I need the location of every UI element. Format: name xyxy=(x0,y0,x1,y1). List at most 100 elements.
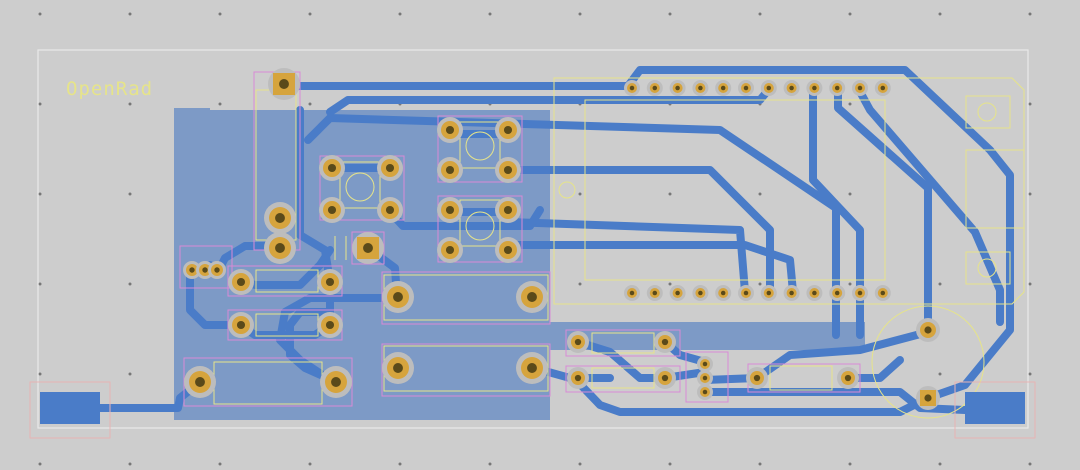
pad-drill xyxy=(327,163,337,173)
grid-dot xyxy=(578,462,582,466)
trace-7 xyxy=(511,241,797,296)
pad-drill xyxy=(834,85,840,91)
grid-dot xyxy=(848,102,852,106)
through-hole-pad-icon xyxy=(783,285,800,301)
through-hole-pad-icon xyxy=(654,367,676,389)
grid-dot xyxy=(398,462,402,466)
grid-dot xyxy=(1028,462,1032,466)
through-hole-pad-icon xyxy=(829,80,846,96)
pad-drill xyxy=(702,389,708,395)
through-hole-pad-icon xyxy=(806,80,823,96)
pad-drill xyxy=(880,85,886,91)
through-hole-pad-icon xyxy=(852,80,868,96)
pad-drill xyxy=(766,85,772,91)
grid-dot xyxy=(758,192,762,196)
grid-dot xyxy=(758,282,762,286)
fab-sma-left xyxy=(29,381,111,439)
courtyard-sw1 xyxy=(319,155,405,221)
pad-drill xyxy=(844,374,852,382)
pad-drill xyxy=(279,79,289,89)
through-hole-pad-icon xyxy=(697,370,713,386)
pad-drill xyxy=(652,85,658,91)
grid-dot xyxy=(308,102,312,106)
through-hole-pad-icon xyxy=(669,285,686,301)
pad-drill xyxy=(385,163,395,173)
trace-21 xyxy=(276,294,402,384)
through-hole-pad-icon xyxy=(495,237,521,263)
through-hole-pad-icon xyxy=(738,285,754,301)
grid-dot xyxy=(128,12,132,16)
courtyard-r4 xyxy=(565,329,681,357)
grid-dot xyxy=(38,282,42,286)
grid-dot xyxy=(38,12,42,16)
pad-drill xyxy=(503,245,513,255)
pad-drill xyxy=(924,394,932,402)
silk-switch-sw3-btn xyxy=(465,211,495,241)
through-hole-pad-icon xyxy=(829,285,846,301)
pad-drill xyxy=(503,205,513,215)
courtyard-q2 xyxy=(685,351,729,403)
pad-drill xyxy=(661,338,669,346)
pad-drill xyxy=(445,165,455,175)
pad-drill xyxy=(574,374,582,382)
through-hole-pad-icon xyxy=(516,281,548,313)
fab-sma-right xyxy=(954,381,1036,439)
pad-drill xyxy=(789,290,794,296)
through-hole-pad-icon xyxy=(567,367,589,389)
pad-drill xyxy=(698,85,703,91)
pad-drill xyxy=(574,338,582,346)
through-hole-pad-icon xyxy=(654,331,676,353)
grid-dot xyxy=(758,462,762,466)
through-hole-pad-icon xyxy=(264,202,296,234)
pad-drill xyxy=(812,85,817,91)
through-hole-pad-icon xyxy=(646,285,663,301)
pad-drill xyxy=(720,290,726,296)
pad-drill xyxy=(702,361,708,367)
pad-drill xyxy=(789,85,794,91)
pad-drill xyxy=(527,292,537,302)
grid-dot xyxy=(668,192,672,196)
through-hole-pad-icon xyxy=(437,237,463,263)
pad-drill xyxy=(275,243,285,253)
silk-switch-sw2-btn xyxy=(465,131,495,161)
grid-dot xyxy=(128,102,132,106)
pad-drill xyxy=(503,165,513,175)
grid-dot xyxy=(848,12,852,16)
pad-drill xyxy=(527,363,537,373)
pad-drill xyxy=(327,205,337,215)
courtyard-q1 xyxy=(179,245,233,289)
pad-drill xyxy=(363,243,373,253)
grid-dot xyxy=(128,192,132,196)
through-hole-pad-icon xyxy=(228,312,254,338)
silk-switch-sw2 xyxy=(459,121,501,169)
through-hole-pad-icon xyxy=(715,285,732,301)
trace-4 xyxy=(304,114,840,339)
through-hole-pad-icon xyxy=(317,312,343,338)
grid-dot xyxy=(848,192,852,196)
trace-5 xyxy=(504,166,774,296)
trace-25 xyxy=(574,378,932,416)
grid-dot xyxy=(938,12,942,16)
pad-drill xyxy=(629,85,635,91)
through-hole-pad-icon xyxy=(352,232,384,264)
through-hole-pad-icon xyxy=(317,269,343,295)
through-hole-pad-icon xyxy=(874,285,891,301)
pad-drill xyxy=(675,290,680,296)
grid-dot xyxy=(38,102,42,106)
through-hole-pad-icon xyxy=(382,352,414,384)
through-hole-pad-icon xyxy=(268,68,300,100)
trace-9 xyxy=(834,84,932,332)
through-hole-pad-icon xyxy=(697,384,713,400)
through-hole-pad-icon xyxy=(377,197,403,223)
silk-switch-sw3 xyxy=(459,199,501,247)
through-hole-pad-icon xyxy=(228,269,254,295)
pad-drill xyxy=(202,267,208,273)
silk-connector-top-hole xyxy=(977,102,997,122)
through-hole-pad-icon xyxy=(624,80,640,96)
through-hole-pad-icon xyxy=(837,367,859,389)
pad-drill xyxy=(275,213,285,223)
grid-dot xyxy=(38,372,42,376)
through-hole-pad-icon xyxy=(208,261,226,279)
pad-drill xyxy=(445,205,455,215)
